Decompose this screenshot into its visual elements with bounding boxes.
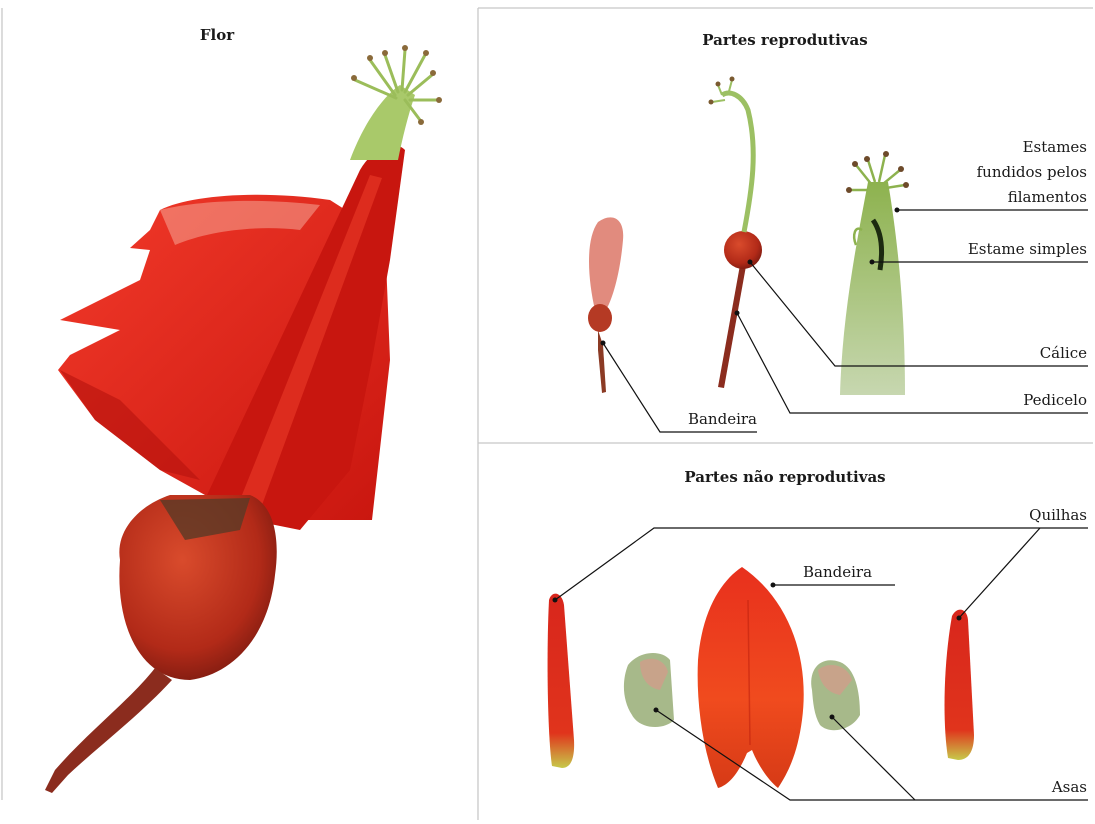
leader-quilhas-right	[959, 528, 1040, 618]
middle-calyx	[724, 231, 762, 269]
panel-title-nao-reprodutivas: Partes não reprodutivas	[684, 468, 885, 486]
flower-pedicel	[45, 668, 172, 793]
label-asas: Asas	[1051, 778, 1087, 796]
label-bandeira-reprodutiva: Bandeira	[688, 410, 757, 428]
panel-title-flor: Flor	[200, 26, 235, 44]
panel-nao-reprodutivas: Partes não reprodutivas Quilhas	[548, 468, 1088, 800]
dot-bandeira-nao-reprodutiva	[771, 583, 776, 588]
panel-reprodutivas: Partes reprodutivas	[588, 31, 1088, 432]
label-quilhas: Quilhas	[1029, 506, 1087, 524]
dot-quilha-left	[553, 598, 558, 603]
label-estames-line1: Estames	[1023, 138, 1087, 156]
nonreproductive-labels: Quilhas Bandeira Asas	[803, 506, 1087, 796]
dot-asa-left	[654, 708, 659, 713]
reproductive-stamen-tube	[840, 151, 909, 395]
flower-illustration	[45, 45, 442, 793]
label-estames-line2: fundidos pelos	[977, 163, 1087, 181]
label-bandeira-nao-reprodutiva: Bandeira	[803, 563, 872, 581]
leader-asas-right	[832, 717, 915, 800]
leader-calice	[750, 262, 1088, 366]
middle-pedicel	[718, 265, 746, 388]
keel-left	[548, 594, 575, 768]
dot-estames	[895, 208, 900, 213]
stamen-tube-body	[840, 182, 905, 395]
middle-stamen-filaments	[712, 80, 732, 102]
reproductive-calice-pedicelo	[709, 77, 763, 389]
label-estames-line3: filamentos	[1008, 188, 1087, 206]
flower-stamen-tube	[350, 85, 415, 160]
bud-calyx	[588, 304, 612, 332]
dot-asa-right	[830, 715, 835, 720]
bud-petal	[589, 217, 623, 310]
dot-calice	[748, 260, 753, 265]
dot-bandeira-reprodutiva	[601, 341, 606, 346]
label-calice: Cálice	[1040, 344, 1087, 362]
standard-petal	[698, 567, 804, 788]
dot-pedicelo	[735, 311, 740, 316]
middle-stamen-column	[722, 93, 753, 232]
bud-stem	[598, 330, 606, 393]
dot-quilha-right	[957, 616, 962, 621]
dot-estame-simples	[870, 260, 875, 265]
label-pedicelo: Pedicelo	[1023, 391, 1087, 409]
label-estame-simples: Estame simples	[968, 240, 1087, 258]
keel-right	[945, 610, 974, 760]
panel-title-reprodutivas: Partes reprodutivas	[702, 31, 867, 49]
panel-flor: Flor	[45, 26, 442, 793]
